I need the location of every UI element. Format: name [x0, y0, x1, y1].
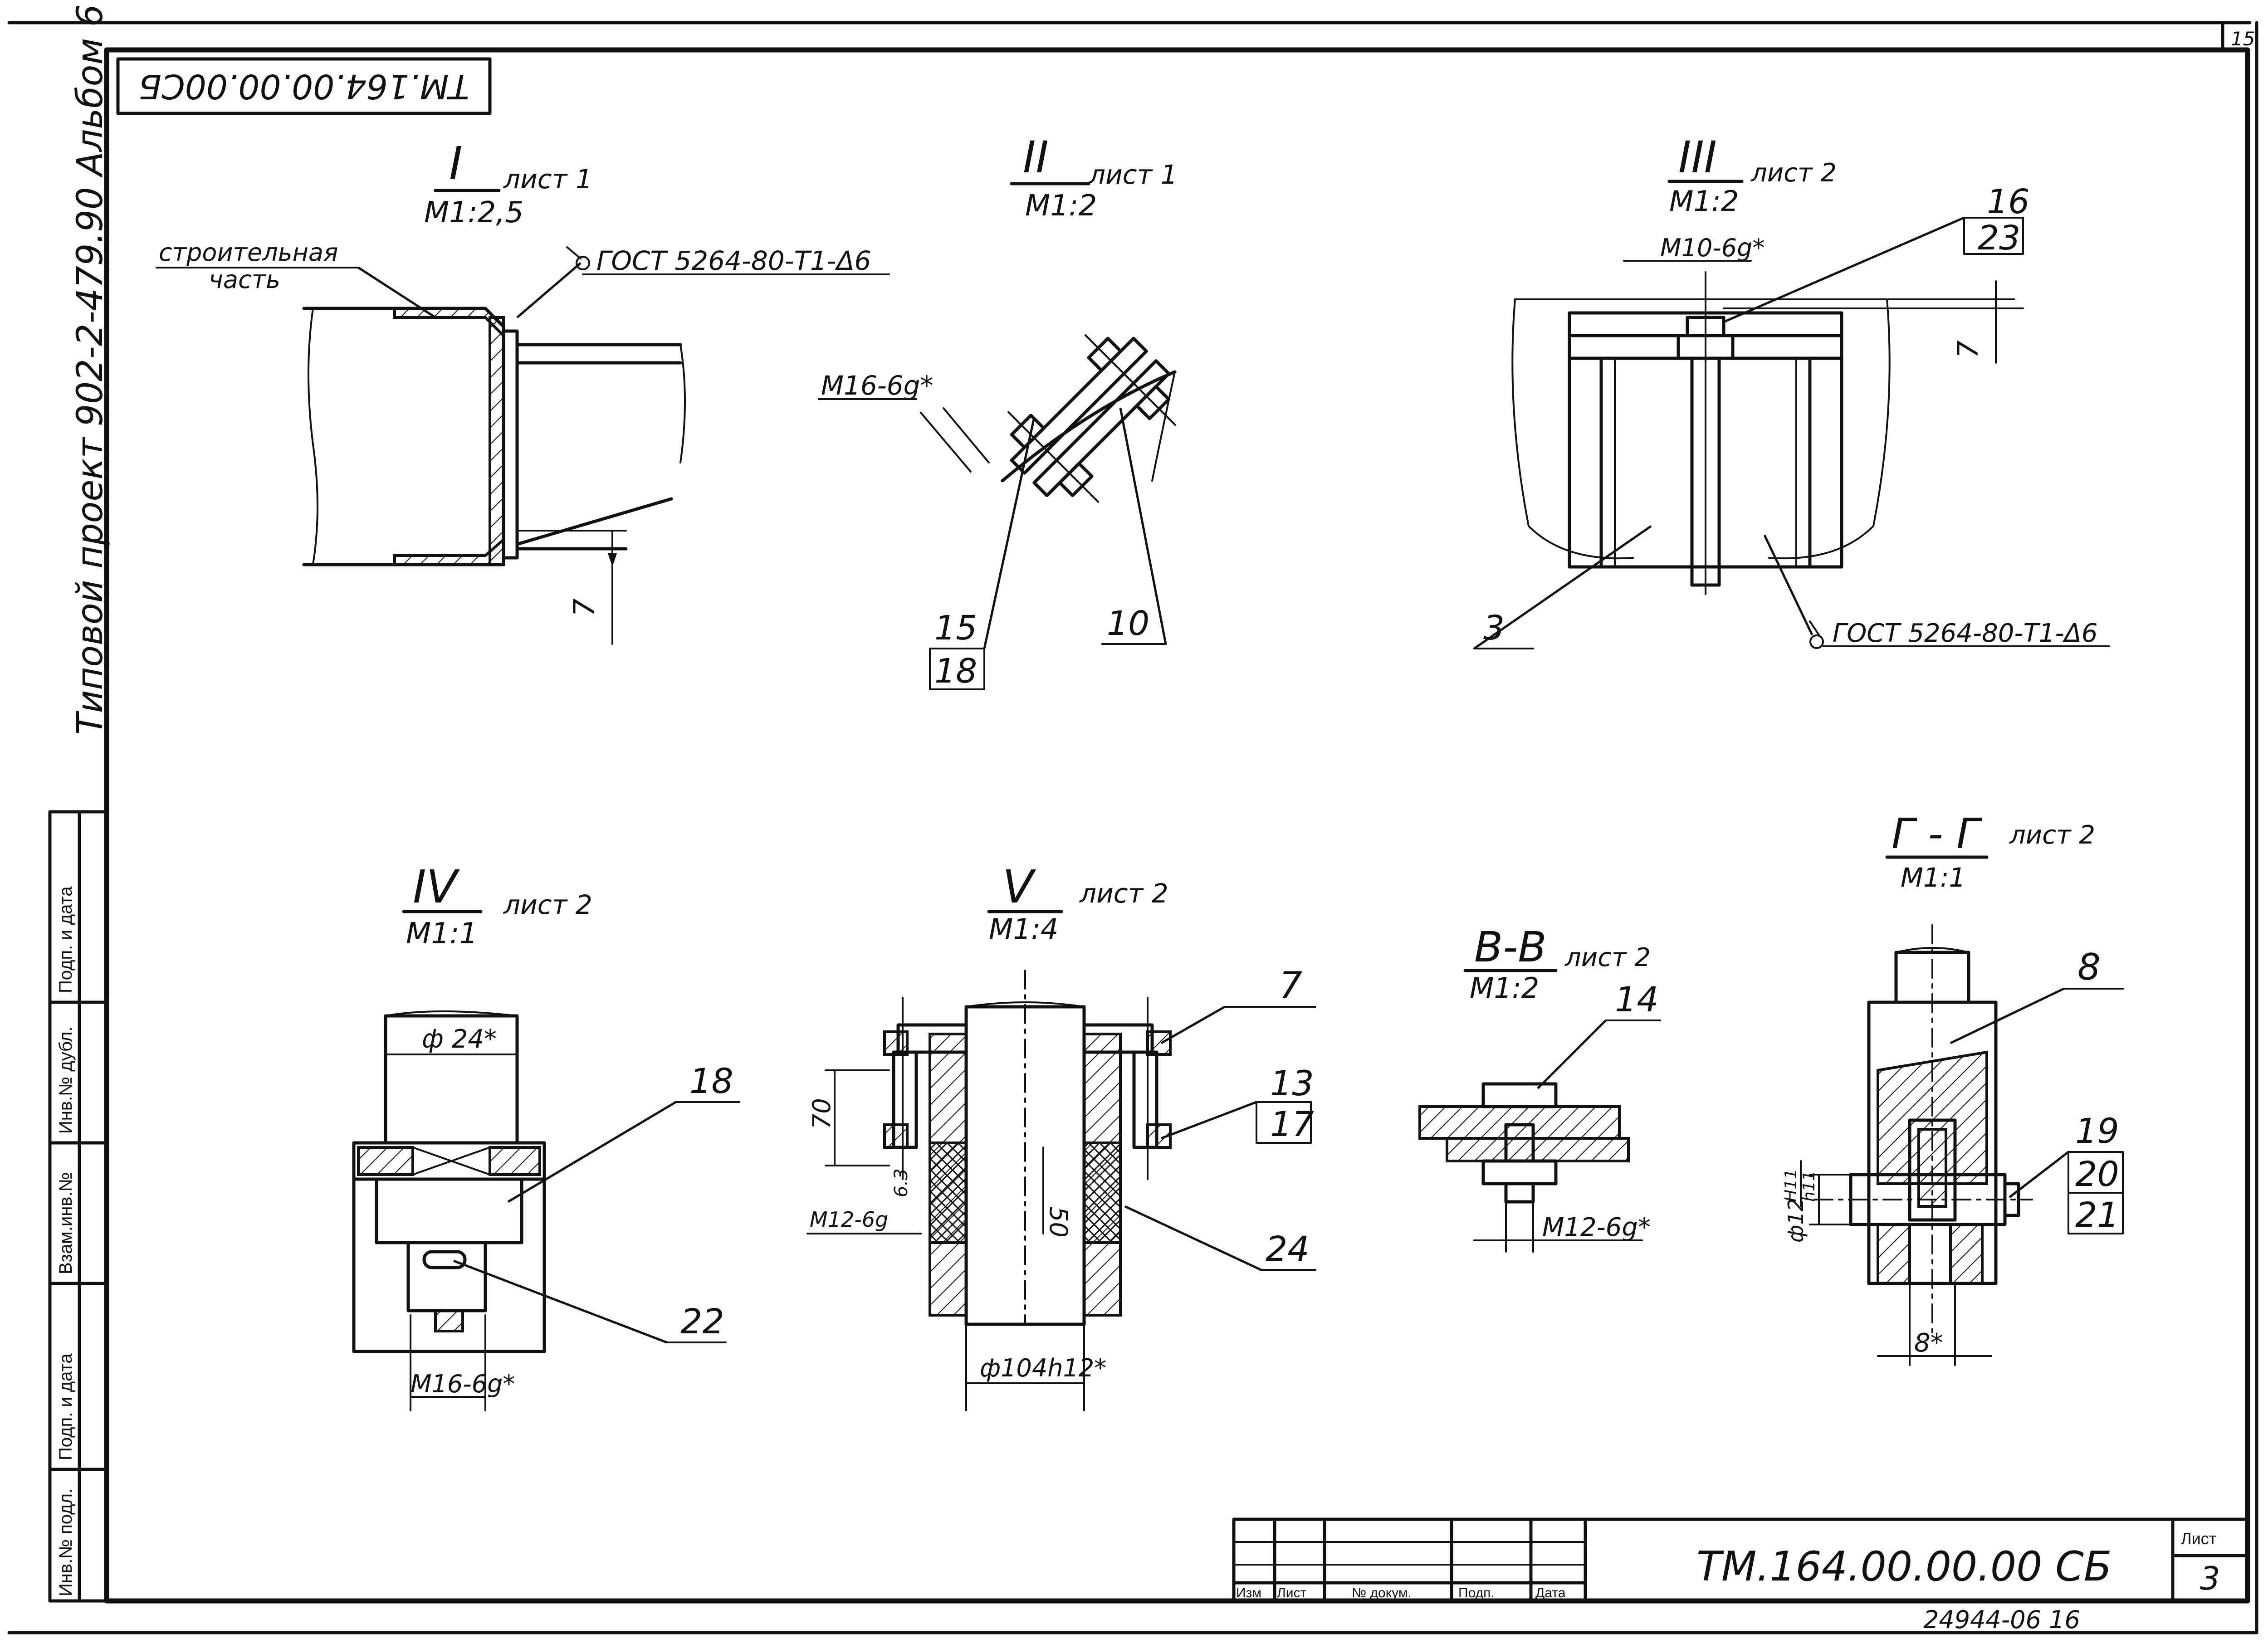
view-I-structure-label: строительная: [159, 238, 338, 267]
view-II: II лист 1 М1:2 М16-6g* 15 18 10: [818, 132, 1178, 691]
stamp-cell-5: Подп. и дата: [56, 886, 76, 993]
view-GG-dim: 8*: [1914, 1328, 1943, 1358]
view-V-pos-17: 17: [1270, 1104, 1314, 1144]
title-doc-code: ТМ.164.00.00.00 СБ: [1696, 1543, 2112, 1590]
title-block: Изм Лист № докум. Подп. Дата ТМ.164.00.0…: [1232, 1517, 2249, 1603]
view-V-scale: М1:4: [989, 912, 1058, 946]
title-header-sign: Подп.: [1458, 1585, 1495, 1600]
view-IV-sheet: лист 2: [503, 889, 592, 920]
view-III-thread: М10-6g*: [1660, 234, 1765, 262]
view-IV-pos-22: 22: [680, 1301, 724, 1342]
view-V-pos-13: 13: [1270, 1063, 1314, 1103]
view-V-numeral: V: [1002, 860, 1036, 913]
view-BB-sheet: лист 2: [1564, 943, 1651, 972]
view-GG-diam: ф12: [1784, 1198, 1808, 1243]
view-V-pos-24: 24: [1266, 1229, 1310, 1269]
view-II-thread: М16-6g*: [821, 370, 934, 401]
view-GG: Г - Г лист 2 М1:1 8* ф12 H11 h11 8 19: [1782, 810, 2124, 1366]
side-project-title: Типовой проект 902-2-479.90 Альбом 6: [70, 4, 111, 735]
view-V-rough: 6.3: [891, 1168, 912, 1197]
view-III: III лист 2 М1:2 М10-6g* 16 23 7 3: [1473, 132, 2110, 650]
view-V-pos-7: 7: [1279, 964, 1302, 1006]
view-GG-fit-bot: h11: [1800, 1171, 1818, 1202]
view-BB-thread: М12-6g*: [1542, 1213, 1651, 1242]
view-BB: В-В лист 2 М1:2 М12-6g* 14: [1418, 923, 1661, 1253]
view-GG-numeral: Г - Г: [1892, 810, 1983, 858]
view-I-weld-note: ГОСТ 5264-80-Т1-Δ6: [596, 245, 871, 276]
view-IV-thread: М16-6g*: [411, 1370, 515, 1398]
view-GG-scale: М1:1: [1901, 862, 1965, 893]
view-GG-pos-8: 8: [2077, 946, 2101, 988]
view-III-numeral: III: [1678, 132, 1717, 183]
view-GG-pos-21: 21: [2075, 1195, 2119, 1235]
view-GG-pos-20: 20: [2075, 1154, 2119, 1194]
sheet-corner-number: 15: [2231, 28, 2255, 50]
view-III-pos-23: 23: [1978, 219, 2020, 258]
view-GG-sheet: лист 2: [2009, 820, 2095, 850]
view-II-pos-18: 18: [934, 652, 977, 691]
title-header-list: Лист: [1277, 1585, 1306, 1600]
view-GG-fit-top: H11: [1782, 1169, 1800, 1202]
title-sheet-label: Лист: [2181, 1529, 2216, 1548]
view-GG-pos-19: 19: [2075, 1111, 2119, 1151]
view-BB-scale: М1:2: [1470, 971, 1539, 1005]
stamp-cell-3: Взам.инв.№: [56, 1172, 76, 1274]
stamp-cell-2: Подп. и дата: [56, 1353, 76, 1460]
view-III-scale: М1:2: [1669, 185, 1739, 218]
view-I-sheet: лист 1: [503, 164, 592, 195]
view-II-pos-15: 15: [934, 609, 977, 648]
view-III-pos-3: 3: [1483, 609, 1505, 648]
view-V-dim50: 50: [1044, 1206, 1073, 1238]
view-III-sheet: лист 2: [1750, 158, 1837, 188]
top-code-box: ТМ.164.00.00.00СБ: [116, 57, 492, 115]
side-stamp-strip: Инв.№ подл. Подп. и дата Взам.инв.№ Инв.…: [48, 810, 108, 1603]
view-I: I лист 1 М1:2,5 строительная часть ГОСТ …: [156, 137, 890, 645]
view-I-numeral: I: [449, 137, 463, 190]
view-III-dim: 7: [1951, 341, 1984, 358]
stamp-cell-1: Инв.№ подл.: [56, 1488, 76, 1596]
view-V-diam: ф104h12*: [980, 1354, 1106, 1382]
view-IV-pos-18: 18: [689, 1061, 733, 1101]
title-header-izm: Изм: [1236, 1585, 1261, 1600]
view-I-dim: 7: [568, 598, 601, 617]
view-I-structure-label-2: часть: [209, 265, 280, 294]
title-sheet-number: 3: [2200, 1560, 2220, 1597]
title-header-doc: № докум.: [1352, 1585, 1412, 1600]
view-II-sheet: лист 1: [1088, 159, 1178, 190]
top-doc-code: ТМ.164.00.00.00СБ: [138, 67, 469, 106]
view-BB-pos-14: 14: [1615, 979, 1659, 1020]
view-IV-scale: М1:1: [406, 917, 478, 951]
view-IV-numeral: IV: [413, 860, 460, 913]
view-V-thread: М12-6g: [810, 1207, 888, 1232]
view-III-weld-note: ГОСТ 5264-80-Т1-Δ6: [1833, 619, 2098, 648]
view-V-dim70: 70: [807, 1098, 836, 1129]
view-IV-diam: ф 24*: [422, 1024, 497, 1054]
view-II-scale: М1:2: [1025, 189, 1097, 223]
view-V: V лист 2 М1:4 70 50 М12-6g 6.3 ф104h1: [807, 860, 1316, 1411]
title-header-date: Дата: [1535, 1585, 1566, 1600]
view-BB-numeral: В-В: [1474, 923, 1546, 971]
view-I-scale: М1:2,5: [424, 196, 523, 229]
view-III-pos-16: 16: [1987, 182, 2029, 221]
view-V-sheet: лист 2: [1079, 878, 1168, 909]
view-II-pos-10: 10: [1107, 604, 1149, 643]
stamp-cell-4: Инв.№ дубл.: [56, 1026, 76, 1134]
bottom-archive-code: 24944-06 16: [1923, 1605, 2080, 1634]
view-II-numeral: II: [1023, 132, 1049, 183]
view-IV: IV лист 2 М1:1 ф 24* М16-6g* 18 22: [352, 860, 740, 1411]
